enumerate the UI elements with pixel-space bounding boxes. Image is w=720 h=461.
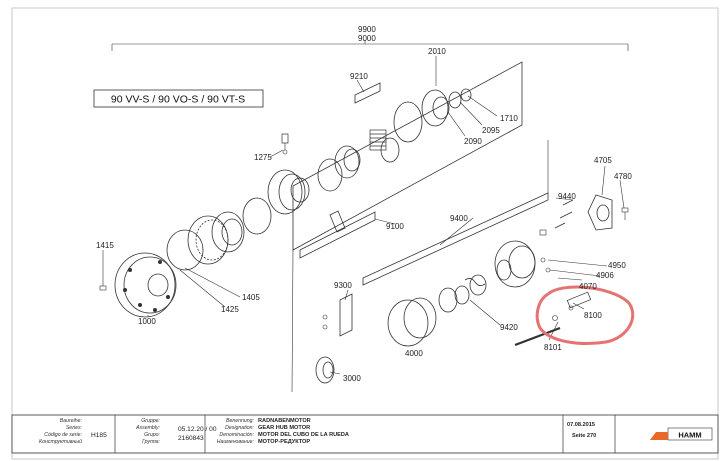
part-1415-bolt	[99, 276, 107, 291]
part-label-9900: 9900	[358, 25, 376, 34]
part-1275-fitting	[281, 133, 289, 155]
series-value: H185	[91, 432, 107, 439]
part-label-9420: 9420	[500, 323, 518, 332]
group-label-es: Grupo:	[144, 432, 160, 438]
designation-en: GEAR HUB MOTOR	[258, 425, 310, 431]
part-1000-hub-flange	[114, 252, 177, 318]
designation-label-en: Designation:	[225, 425, 254, 431]
part-4070-motor	[494, 240, 536, 288]
designation-label-es: Denominación:	[219, 432, 254, 438]
part-label-2010: 2010	[428, 47, 446, 56]
doc-date: 07.08.2015	[567, 422, 595, 428]
part-4780-screw	[621, 207, 629, 220]
part-3000-bearing	[315, 356, 335, 384]
part-label-9300: 9300	[334, 281, 352, 290]
series-label-de: Baureihe:	[60, 418, 83, 424]
title-block: Baureihe: Series: Código de serie: Конст…	[11, 414, 719, 454]
group-label-de: Gruppe:	[141, 418, 160, 424]
part-8101-rod	[514, 315, 561, 347]
part-label-4780: 4780	[614, 172, 632, 181]
part-1425-seal	[166, 229, 204, 271]
part-labels: 9900 9000 2010 9210 1710 2095 2090 1275 …	[96, 25, 632, 383]
part-label-4705: 4705	[594, 156, 612, 165]
series-label-en: Series:	[66, 425, 83, 431]
series-label-es: Código de serie:	[44, 432, 82, 438]
drawing-frame	[11, 7, 719, 460]
part-2010-carrier	[393, 88, 472, 143]
part-label-1405: 1405	[242, 293, 260, 302]
part-label-1415: 1415	[96, 241, 114, 250]
part-9210-spring	[354, 82, 400, 163]
part-4705-flange	[587, 194, 613, 231]
part-label-1275: 1275	[254, 153, 272, 162]
group-label-en: Assembly:	[135, 425, 160, 431]
part-8100-valve	[566, 291, 592, 311]
assembly-value: 05.12.20 / 00	[178, 426, 217, 433]
part-9420-spring	[438, 274, 487, 313]
designation-label-de: Benennung:	[226, 418, 255, 424]
highlight-circle	[535, 285, 635, 345]
part-seal-rings	[317, 145, 361, 192]
part-label-4000: 4000	[405, 349, 423, 358]
page-number: Seite 270	[572, 433, 596, 439]
part-label-1000: 1000	[138, 317, 156, 326]
designation-de: RADNABENMOTOR	[258, 418, 311, 424]
leader-lines	[102, 56, 625, 375]
series-label-ru: Конструктивный	[39, 438, 82, 445]
designation-es: MOTOR DEL CUBO DE LA RUEDA	[258, 432, 349, 438]
part-label-4906: 4906	[596, 271, 614, 280]
part-gear-ring	[187, 211, 245, 265]
group-label-ru: Группа:	[142, 439, 160, 445]
assembly-planes	[291, 61, 549, 393]
part-label-8100: 8100	[584, 311, 602, 320]
part-label-4950: 4950	[608, 261, 626, 270]
part-bearing-ring	[242, 197, 272, 235]
part-4000-drum	[387, 297, 437, 347]
assembly-bracket	[111, 40, 629, 51]
part-label-1425: 1425	[221, 305, 239, 314]
part-label-4070: 4070	[579, 282, 597, 291]
part-9440-fittings	[539, 199, 574, 236]
part-label-2090: 2090	[464, 137, 482, 146]
part-bearing	[267, 169, 310, 215]
variant-label: 90 VV-S / 90 VO-S / 90 VT-S	[111, 94, 245, 106]
part-9300-bracket	[322, 293, 353, 337]
designation-ru: МОТОР-РЕДУКТОР	[258, 439, 310, 445]
part-label-2095: 2095	[482, 126, 500, 135]
part-label-8101: 8101	[544, 343, 562, 352]
brand-logo: HAMM	[678, 431, 701, 440]
part-label-1710: 1710	[500, 114, 518, 123]
part-label-9000: 9000	[358, 34, 376, 43]
group-value: 2160843	[178, 435, 204, 442]
variant-box: 90 VV-S / 90 VO-S / 90 VT-S	[93, 89, 264, 108]
part-label-9400: 9400	[450, 214, 468, 223]
part-label-9210: 9210	[350, 72, 368, 81]
part-label-3000: 3000	[343, 374, 361, 383]
designation-label-ru: Наименование:	[217, 439, 255, 445]
part-label-9100: 9100	[386, 222, 404, 231]
part-label-9440: 9440	[558, 192, 576, 201]
